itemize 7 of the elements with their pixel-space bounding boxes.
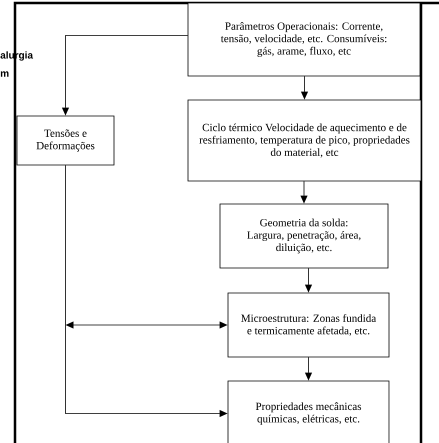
process-box: Tensões e Deformações (16, 116, 114, 166)
process-box: Geometria da solda: Largura, penetração, área, diluição, etc. (220, 204, 388, 268)
process-box: Parâmetros Operacionais: Corrente, tensão, velocidade, etc. Consumíveis: gás, arame, fluxo, etc (188, 2, 420, 76)
process-box: Propriedades mecânicas químicas, elétricas, etc. (228, 380, 390, 443)
label: m (0, 71, 8, 77)
process-box: Microestrutura: Zonas fundida e termicamente afetada, etc. (228, 292, 390, 358)
process-box: Ciclo térmico Velocidade de aquecimento e de resfriamento, temperatura de pico, propriedades do material, etc (188, 100, 422, 182)
